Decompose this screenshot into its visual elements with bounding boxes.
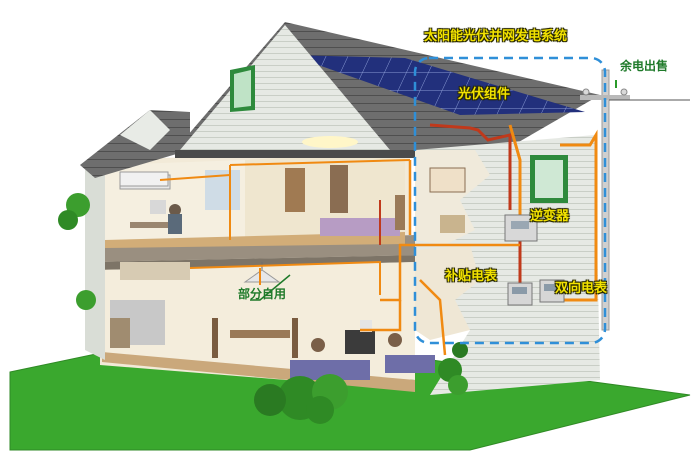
subsidy-meter-label: 补贴电表	[445, 269, 498, 284]
gable	[180, 25, 390, 150]
grid-export-label: 余电出售	[620, 59, 669, 73]
self-use-label: 部分自用	[238, 287, 287, 301]
bidirectional-meter-label: 双向电表	[555, 281, 608, 296]
wiring	[159, 123, 598, 356]
system-dashed-boundary	[413, 56, 607, 345]
inverter-label: 逆变器	[530, 209, 570, 224]
system-title-label: 太阳能光伏并网发电系统	[424, 29, 568, 44]
shrubs	[58, 193, 468, 424]
solar-panel-array	[290, 55, 585, 115]
pv-module-label: 光伏组件	[458, 87, 511, 102]
